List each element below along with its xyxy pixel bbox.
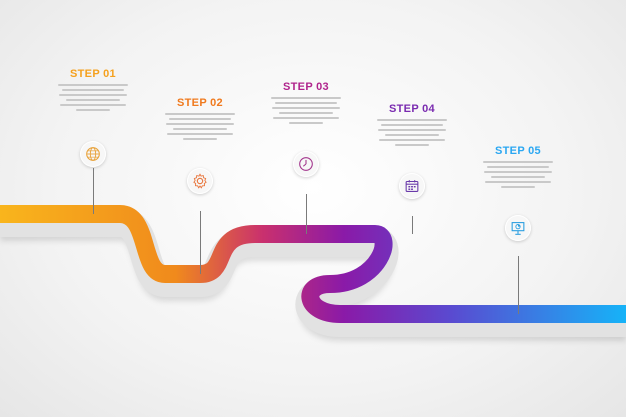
step-1-badge xyxy=(80,141,106,167)
placeholder-text-line xyxy=(487,166,549,168)
step-3-title: STEP 03 xyxy=(283,81,329,93)
placeholder-text-line xyxy=(271,97,341,99)
gear-icon xyxy=(193,173,207,189)
placeholder-text-line xyxy=(378,129,446,131)
placeholder-text-line xyxy=(273,117,339,119)
placeholder-text-line xyxy=(483,161,553,163)
placeholder-text-line xyxy=(275,102,337,104)
step-3-stem xyxy=(305,194,307,234)
calendar-icon xyxy=(405,180,419,192)
placeholder-text-line xyxy=(76,109,110,111)
placeholder-text-line xyxy=(58,84,128,86)
step-2-description xyxy=(165,113,235,143)
step-4-title: STEP 04 xyxy=(389,103,435,115)
road-surface xyxy=(0,205,626,323)
placeholder-text-line xyxy=(279,112,333,114)
step-5-badge xyxy=(505,215,531,241)
step-2-title: STEP 02 xyxy=(177,97,223,109)
placeholder-text-line xyxy=(289,122,323,124)
placeholder-text-line xyxy=(484,171,552,173)
clock-icon xyxy=(299,157,313,171)
step-4-description xyxy=(377,119,447,149)
placeholder-text-line xyxy=(272,107,340,109)
placeholder-text-line xyxy=(501,186,535,188)
placeholder-text-line xyxy=(62,89,124,91)
step-3-description xyxy=(271,97,341,127)
placeholder-text-line xyxy=(385,134,439,136)
placeholder-text-line xyxy=(167,133,233,135)
placeholder-text-line xyxy=(183,138,217,140)
placeholder-text-line xyxy=(166,123,234,125)
placeholder-text-line xyxy=(165,113,235,115)
placeholder-text-line xyxy=(169,118,231,120)
placeholder-text-line xyxy=(59,94,127,96)
step-3-badge xyxy=(293,151,319,177)
placeholder-text-line xyxy=(379,139,445,141)
placeholder-text-line xyxy=(381,124,443,126)
placeholder-text-line xyxy=(60,104,126,106)
step-1-description xyxy=(58,84,128,114)
placeholder-text-line xyxy=(491,176,545,178)
placeholder-text-line xyxy=(377,119,447,121)
step-1-stem xyxy=(92,168,94,214)
placeholder-text-line xyxy=(173,128,227,130)
step-2-stem xyxy=(199,211,201,274)
step-1-title: STEP 01 xyxy=(70,68,116,80)
step-5-description xyxy=(483,161,553,191)
placeholder-text-line xyxy=(66,99,120,101)
step-4-badge xyxy=(399,173,425,199)
step-5-title: STEP 05 xyxy=(495,145,541,157)
step-5-stem xyxy=(517,256,519,314)
placeholder-text-line xyxy=(485,181,551,183)
step-2-badge xyxy=(187,168,213,194)
step-4-stem xyxy=(411,216,413,234)
placeholder-text-line xyxy=(395,144,429,146)
presentation-icon xyxy=(511,222,525,235)
globe-icon xyxy=(86,147,100,161)
